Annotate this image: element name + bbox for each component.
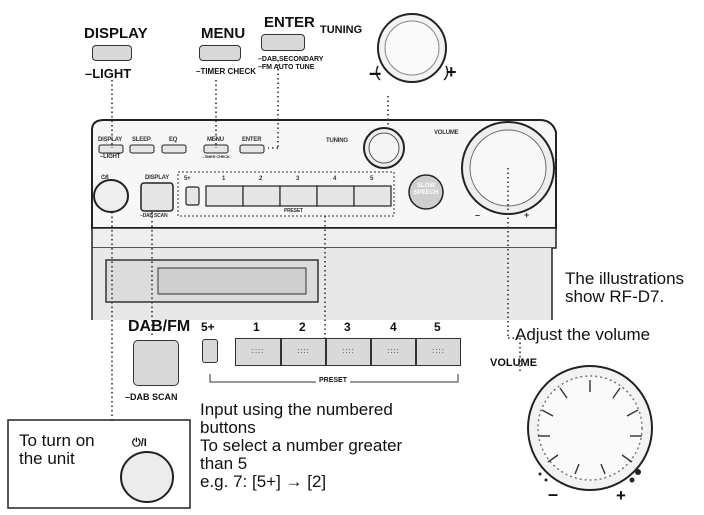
device-preset-num-1: 1	[222, 176, 226, 182]
display-button-enlarged[interactable]	[92, 45, 132, 61]
turn-on-line-1: To turn on	[19, 431, 95, 450]
device-timer-label: –TIMER CHECK	[202, 154, 230, 159]
adjust-volume-note: Adjust the volume	[515, 325, 651, 344]
device-preset-group	[177, 171, 395, 217]
preset-label: PRESET	[316, 377, 351, 384]
dab-secondary-label: –DAB SECONDARY	[258, 56, 324, 63]
device-preset-num-4: 4	[333, 176, 337, 182]
dab-fm-label: DAB/FM	[128, 318, 191, 335]
display-label: DISPLAY	[84, 25, 148, 42]
device-slow-text: SLOW	[417, 183, 435, 189]
device-preset-num-2: 2	[259, 176, 263, 182]
volume-knob-ticks	[538, 380, 642, 475]
fm-auto-tune-label: –FM AUTO TUNE	[258, 64, 315, 71]
device-display-btn-label: DISPLAY	[145, 175, 170, 181]
illustration-note: The illustrations show RF-D7.	[565, 270, 684, 306]
device-volume-label: VOLUME	[434, 130, 459, 136]
illustration-note-line-1: The illustrations	[565, 269, 685, 288]
five-plus-button[interactable]	[202, 339, 218, 363]
volume-minus-label: –	[548, 484, 559, 504]
preset-button-2[interactable]: ∷∷	[281, 338, 326, 366]
menu-button-enlarged[interactable]	[199, 45, 241, 61]
illustration-note-line-2: show RF-D7.	[565, 287, 665, 306]
preset-num-5: 5	[434, 320, 441, 334]
preset-button-4-dots: ∷∷	[387, 347, 400, 356]
power-button-large	[120, 451, 174, 503]
device-power-button	[93, 179, 129, 213]
device-volume-plus: +	[524, 210, 530, 220]
tuning-plus-label: +	[446, 62, 457, 82]
preset-button-1-dots: ∷∷	[251, 347, 265, 356]
lcd-screen	[157, 267, 307, 295]
device-front-band	[91, 227, 557, 249]
dab-scan-label: –DAB SCAN	[125, 392, 178, 402]
enter-label: ENTER	[264, 14, 315, 31]
five-plus-label: 5+	[201, 320, 215, 334]
preset-num-1: 1	[253, 320, 260, 334]
device-eq-label: EQ	[169, 137, 178, 143]
device-sleep-label: SLEEP	[132, 137, 151, 143]
tuning-minus-label: –	[369, 60, 382, 85]
device-power-label: ⏻/I	[101, 175, 109, 181]
example-note: e.g. 7: [5+] → [2]	[200, 472, 327, 491]
device-light-label: –LIGHT	[100, 154, 121, 160]
preset-button-4[interactable]: ∷∷	[371, 338, 416, 366]
turn-on-line-2: the unit	[19, 449, 75, 468]
power-symbol-label: ⏻/I	[132, 437, 147, 449]
menu-label: MENU	[201, 25, 246, 42]
preset-button-2-dots: ∷∷	[297, 347, 310, 356]
preset-button-5-dots: ∷∷	[432, 347, 445, 356]
volume-label: VOLUME	[490, 357, 538, 369]
volume-plus-label: +	[616, 486, 626, 505]
preset-num-2: 2	[299, 320, 306, 334]
input-note-line-2: buttons	[200, 418, 256, 437]
device-preset-buttons	[205, 185, 392, 207]
select-note-line-1: To select a number greater	[200, 436, 403, 455]
device-tuning-label: TUNING	[326, 138, 348, 144]
device-preset-label: PRESET	[284, 208, 303, 214]
device-display-button	[140, 182, 174, 212]
device-enter-label: ENTER	[242, 137, 262, 143]
preset-button-3[interactable]: ∷∷	[326, 338, 371, 366]
light-label: –LIGHT	[85, 66, 132, 81]
instructions-text: Input using the numbered buttons To sele…	[200, 401, 402, 491]
select-note-line-2: than 5	[200, 454, 248, 473]
device-preset-num-3: 3	[296, 176, 300, 182]
timer-check-label: –TIMER CHECK	[196, 67, 257, 76]
tuning-label: TUNING	[320, 24, 363, 36]
device-menu-label: MENU	[207, 137, 224, 143]
preset-button-1[interactable]: ∷∷	[235, 338, 281, 366]
device-preset-num-5: 5	[370, 176, 374, 182]
device-volume-minus: –	[475, 210, 480, 220]
device-slow-speech-label: SLOW SPEECH	[412, 183, 440, 197]
device-five-plus-label: 5+	[184, 176, 191, 182]
turn-on-note: To turn on the unit	[19, 432, 95, 468]
device-display-label: DISPLAY	[98, 137, 123, 143]
preset-num-4: 4	[390, 320, 397, 334]
preset-num-3: 3	[344, 320, 351, 334]
device-slow-speech-button	[408, 174, 444, 210]
preset-button-3-dots: ∷∷	[342, 347, 355, 356]
enter-button-enlarged[interactable]	[261, 34, 305, 51]
device-dab-scan-label: –DAB SCAN	[140, 213, 168, 219]
device-speech-text: SPEECH	[413, 190, 439, 196]
leader-lines	[111, 60, 521, 420]
preset-button-5[interactable]: ∷∷	[416, 338, 461, 366]
input-note-line-1: Input using the numbered	[200, 400, 393, 419]
dab-fm-button[interactable]	[133, 340, 179, 386]
